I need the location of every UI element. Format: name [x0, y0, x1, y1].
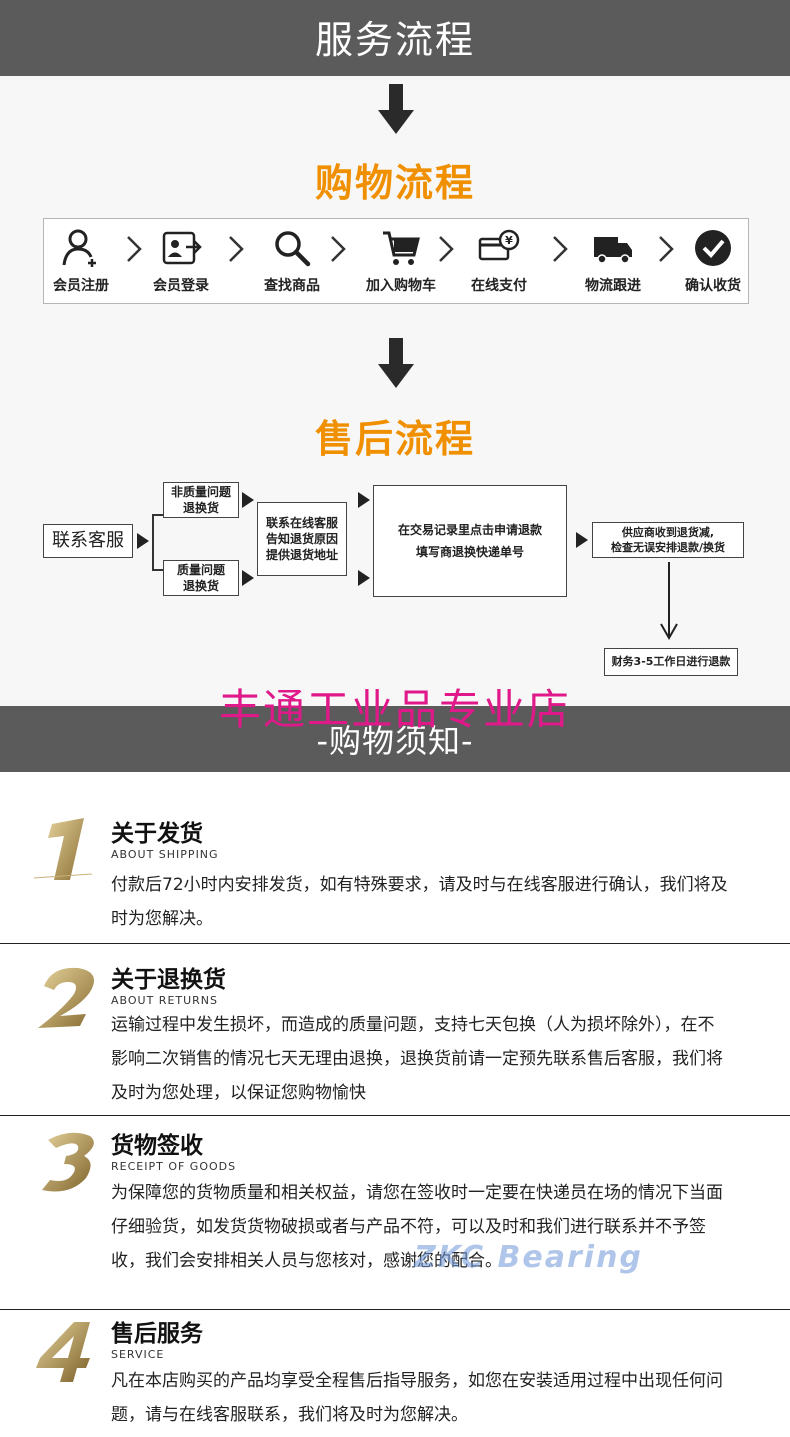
chevron-right-icon [439, 236, 454, 262]
service-process-banner: 服务流程 [0, 0, 790, 76]
apply-refund-box: 在交易记录里点击申请退款 填写商退换快递单号 [373, 485, 567, 597]
notice-body: 凡在本店购买的产品均享受全程售后指导服务，如您在安装适用过程中出现任何问题，请与… [111, 1371, 723, 1425]
arrow-right-icon [137, 533, 149, 549]
arrow-down-thin-icon [660, 562, 678, 640]
step-login: 会员登录 [136, 227, 226, 299]
svg-text:3: 3 [30, 1126, 31, 1127]
arrow-right-icon [358, 570, 370, 586]
notice-title: 关于发货 [111, 821, 203, 847]
login-card-icon [162, 231, 202, 265]
notice-subtitle: SERVICE [111, 1348, 165, 1361]
chevron-right-icon [553, 236, 568, 262]
quality-return-box: 质量问题 退换货 [163, 560, 239, 596]
svg-text:1: 1 [30, 814, 31, 815]
step-search: 查找商品 [247, 227, 337, 299]
delivery-truck-icon [594, 237, 632, 264]
notice-body: 运输过程中发生损坏，而造成的质量问题，支持七天包换（人为损坏除外），在不影响二次… [111, 1015, 723, 1103]
store-watermark: 丰通工业品专业店 [218, 685, 571, 734]
brand-watermark: ZKC Bearing [414, 1240, 643, 1275]
notice-title: 售后服务 [111, 1321, 203, 1347]
step-confirm: 确认收货 [668, 227, 758, 299]
chevron-right-icon [659, 236, 674, 262]
aftersale-process-title: 售后流程 [314, 417, 475, 461]
notice-subtitle: ABOUT RETURNS [111, 994, 219, 1007]
notice-body: 付款后72小时内安排发货，如有特殊要求，请及时与在线客服进行确认，我们将及时为您… [111, 875, 728, 929]
chevron-right-icon [331, 236, 346, 262]
checkmark-circle-icon [695, 230, 731, 266]
down-arrow-icon [378, 338, 414, 388]
notice-body: 为保障您的货物质量和相关权益，请您在签收时一定要在快递员在场的情况下当面仔细验货… [111, 1183, 723, 1271]
search-icon [275, 231, 311, 267]
finance-refund-box: 财务3-5工作日进行退款 [604, 648, 738, 676]
number-4-icon: 4 [30, 1314, 90, 1382]
non-quality-return-box: 非质量问题 退换货 [163, 482, 239, 518]
svg-text:4: 4 [30, 1314, 31, 1315]
arrow-right-icon [242, 492, 254, 508]
chevron-right-icon [127, 236, 142, 262]
contact-service-box: 联系客服 [43, 524, 133, 558]
connector-line [152, 514, 164, 516]
arrow-right-icon [576, 532, 588, 548]
notice-service: 4 售后服务 SERVICE 凡在本店购买的产品均享受全程售后指导服务，如您在安… [0, 1310, 790, 1437]
process-section [0, 76, 790, 706]
shopping-steps-box: 会员注册 会员登录 查找商品 加入购物车 [43, 218, 749, 304]
chevron-right-icon [229, 236, 244, 262]
notice-title: 货物签收 [111, 1133, 203, 1159]
shopping-notice-banner: -购物须知- [0, 706, 790, 772]
arrow-right-icon [242, 570, 254, 586]
number-1-icon: 1 [30, 814, 93, 880]
notice-title: 关于退换货 [111, 967, 226, 993]
number-2-icon: 2 [30, 960, 94, 1028]
arrow-right-icon [358, 492, 370, 508]
notice-returns: 2 关于退换货 ABOUT RETURNS 运输过程中发生损坏，而造成的质量问题… [0, 944, 790, 1116]
step-cart: 加入购物车 [356, 227, 446, 299]
supplier-process-box: 供应商收到退货减, 检查无误安排退款/换货 [592, 522, 744, 558]
inform-return-box: 联系在线客服 告知退货原因 提供退货地址 [257, 502, 347, 576]
down-arrow-icon [378, 84, 414, 134]
svg-text:¥: ¥ [505, 234, 513, 247]
step-logistics: 物流跟进 [568, 227, 658, 299]
svg-text:2: 2 [30, 960, 31, 961]
connector-line [152, 514, 154, 570]
notice-subtitle: RECEIPT OF GOODS [111, 1160, 237, 1173]
notice-shipping: 1 关于发货 ABOUT SHIPPING 付款后72小时内安排发货，如有特殊要… [0, 772, 790, 944]
user-add-icon [62, 229, 96, 267]
number-3-icon: 3 [30, 1126, 94, 1192]
shopping-cart-icon [383, 231, 420, 265]
step-register: 会员注册 [36, 227, 126, 299]
notice-subtitle: ABOUT SHIPPING [111, 848, 219, 861]
notice-receipt: 3 货物签收 RECEIPT OF GOODS 为保障您的货物质量和相关权益，请… [0, 1116, 790, 1310]
step-payment: ¥ 在线支付 [454, 227, 544, 299]
shopping-process-title: 购物流程 [314, 161, 475, 205]
payment-card-icon: ¥ [478, 229, 520, 261]
connector-line [152, 569, 164, 571]
